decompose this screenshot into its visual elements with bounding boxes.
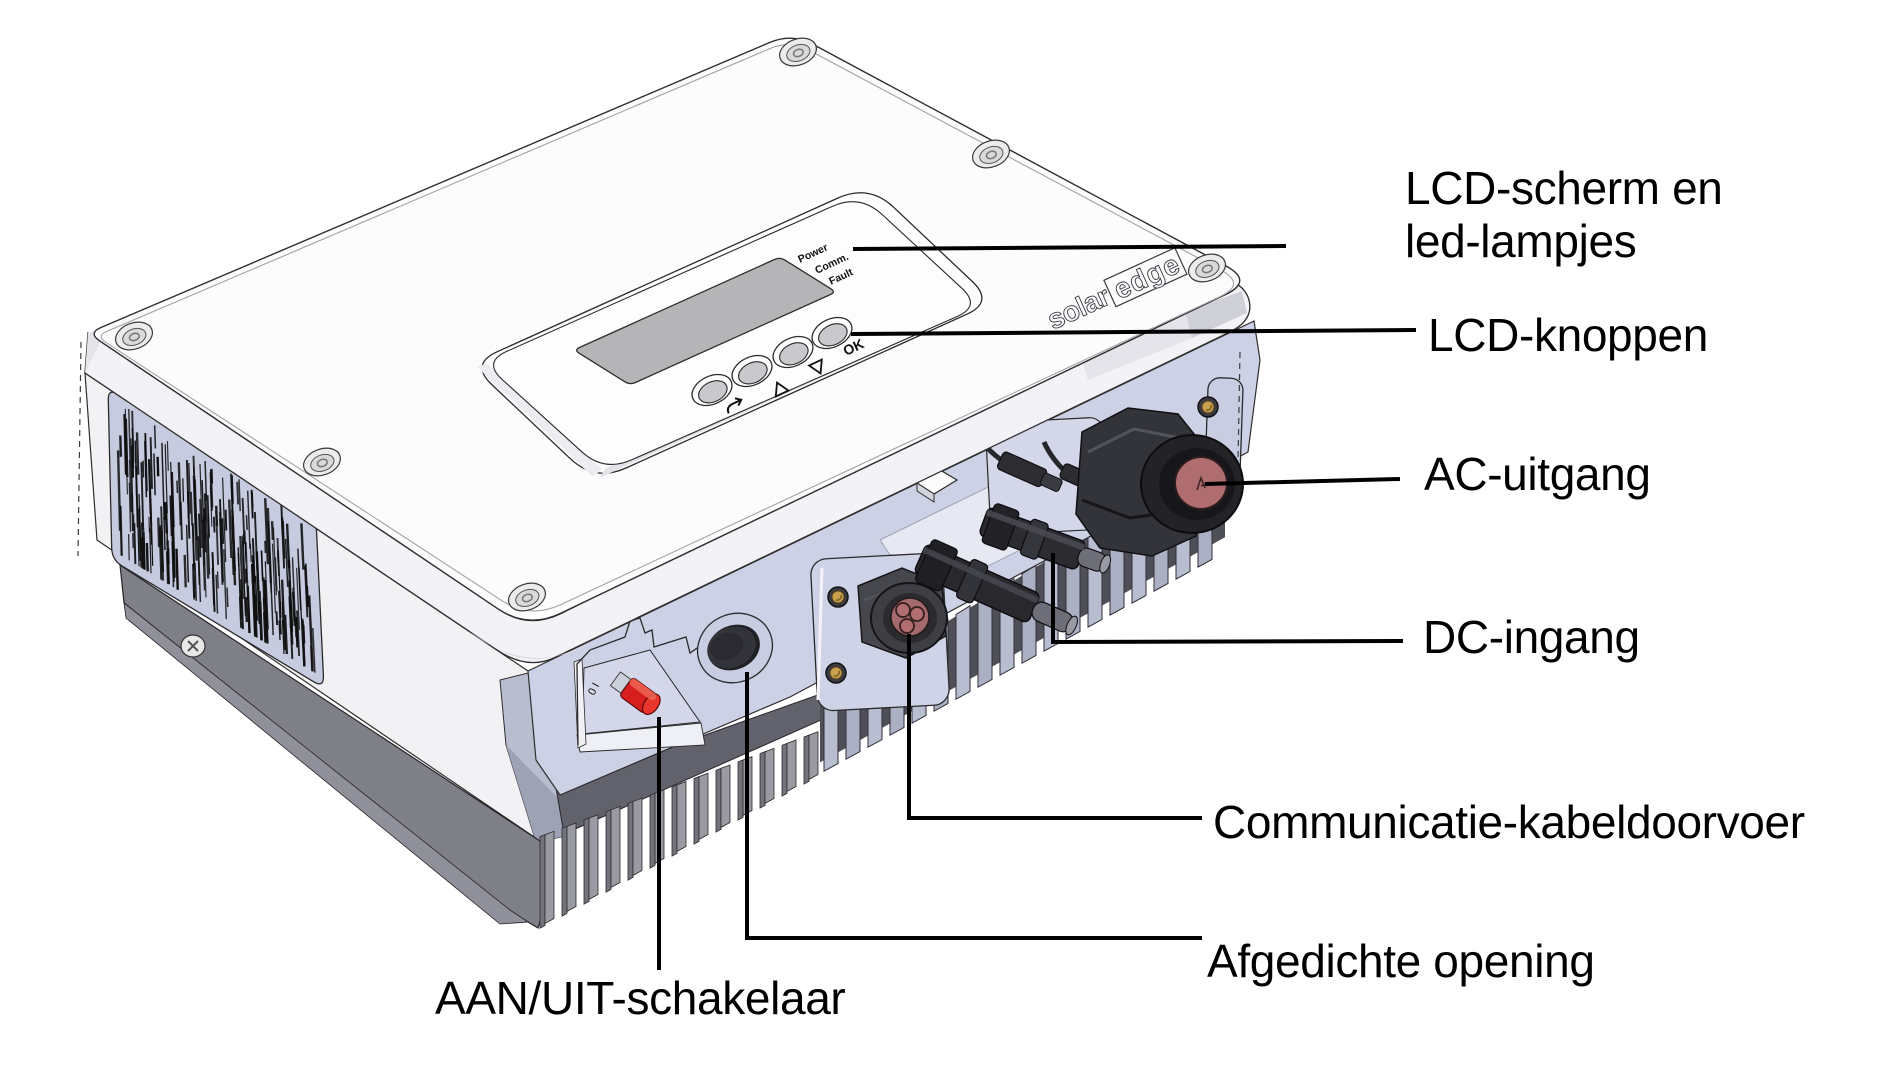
svg-text:Communicatie-kabeldoorvoer: Communicatie-kabeldoorvoer [1213, 796, 1805, 848]
svg-text:LCD-scherm en: LCD-scherm en [1405, 162, 1723, 214]
svg-text:AAN/UIT-schakelaar: AAN/UIT-schakelaar [435, 972, 845, 1024]
svg-text:Afgedichte opening: Afgedichte opening [1207, 935, 1595, 987]
svg-text:LCD-knoppen: LCD-knoppen [1428, 309, 1708, 361]
svg-text:led-lampjes: led-lampjes [1405, 215, 1636, 267]
svg-text:DC-ingang: DC-ingang [1423, 611, 1640, 663]
svg-text:AC-uitgang: AC-uitgang [1424, 448, 1651, 500]
